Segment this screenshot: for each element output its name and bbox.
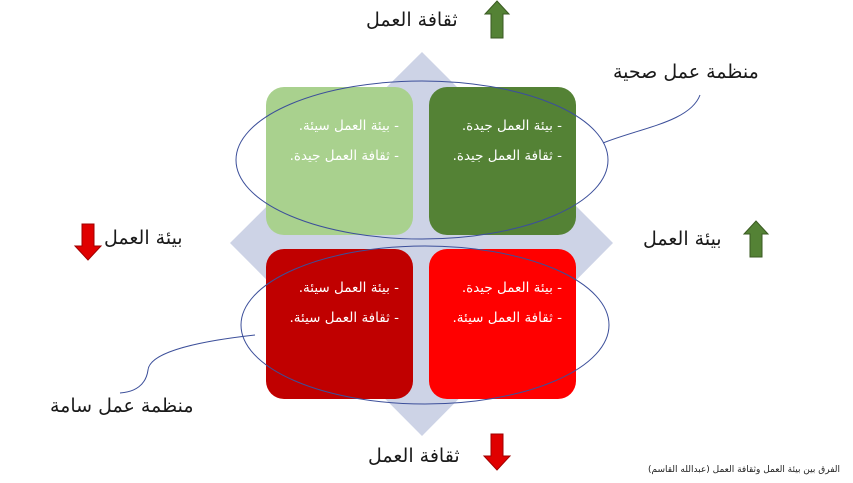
healthy-org-ellipse <box>235 80 609 240</box>
quadrant-line-environment: - بيئة العمل جيدة. <box>461 118 562 134</box>
quadrant-good-environment-good-culture: - بيئة العمل جيدة. - ثقافة العمل جيدة. <box>429 87 576 235</box>
arrow-up-icon <box>483 0 511 39</box>
quadrant-bad-environment-bad-culture: - بيئة العمل سيئة. - ثقافة العمل سيئة. <box>266 249 413 399</box>
healthy-org-callout-line <box>602 94 701 144</box>
bottom-axis-label: ثقافة العمل <box>368 445 460 467</box>
healthy-org-label: منظمة عمل صحية <box>613 61 759 83</box>
quadrant-line-culture: - ثقافة العمل سيئة. <box>452 309 562 326</box>
toxic-org-ellipse <box>240 245 610 405</box>
quadrant-line-culture: - ثقافة العمل جيدة. <box>289 147 399 164</box>
figure-caption: الفرق بين بيئة العمل وثقافة العمل (عبدال… <box>647 465 840 475</box>
quadrant-line-environment: - بيئة العمل سيئة. <box>298 280 399 296</box>
top-axis-label: ثقافة العمل <box>366 9 458 31</box>
arrow-down-icon <box>482 433 512 471</box>
left-axis-label: بيئة العمل <box>104 227 183 249</box>
toxic-org-label: منظمة عمل سامة <box>50 395 194 417</box>
right-axis-label: بيئة العمل <box>643 228 722 250</box>
quadrant-line-culture: - ثقافة العمل سيئة. <box>289 309 399 326</box>
arrow-down-icon <box>73 223 103 261</box>
toxic-org-callout-line <box>119 334 256 394</box>
quadrant-line-environment: - بيئة العمل جيدة. <box>461 280 562 296</box>
arrow-up-icon <box>742 220 770 258</box>
quadrant-bad-environment-good-culture: - بيئة العمل سيئة. - ثقافة العمل جيدة. <box>266 87 413 235</box>
quadrant-line-environment: - بيئة العمل سيئة. <box>298 118 399 134</box>
quadrant-line-culture: - ثقافة العمل جيدة. <box>452 147 562 164</box>
quadrant-good-environment-bad-culture: - بيئة العمل جيدة. - ثقافة العمل سيئة. <box>429 249 576 399</box>
